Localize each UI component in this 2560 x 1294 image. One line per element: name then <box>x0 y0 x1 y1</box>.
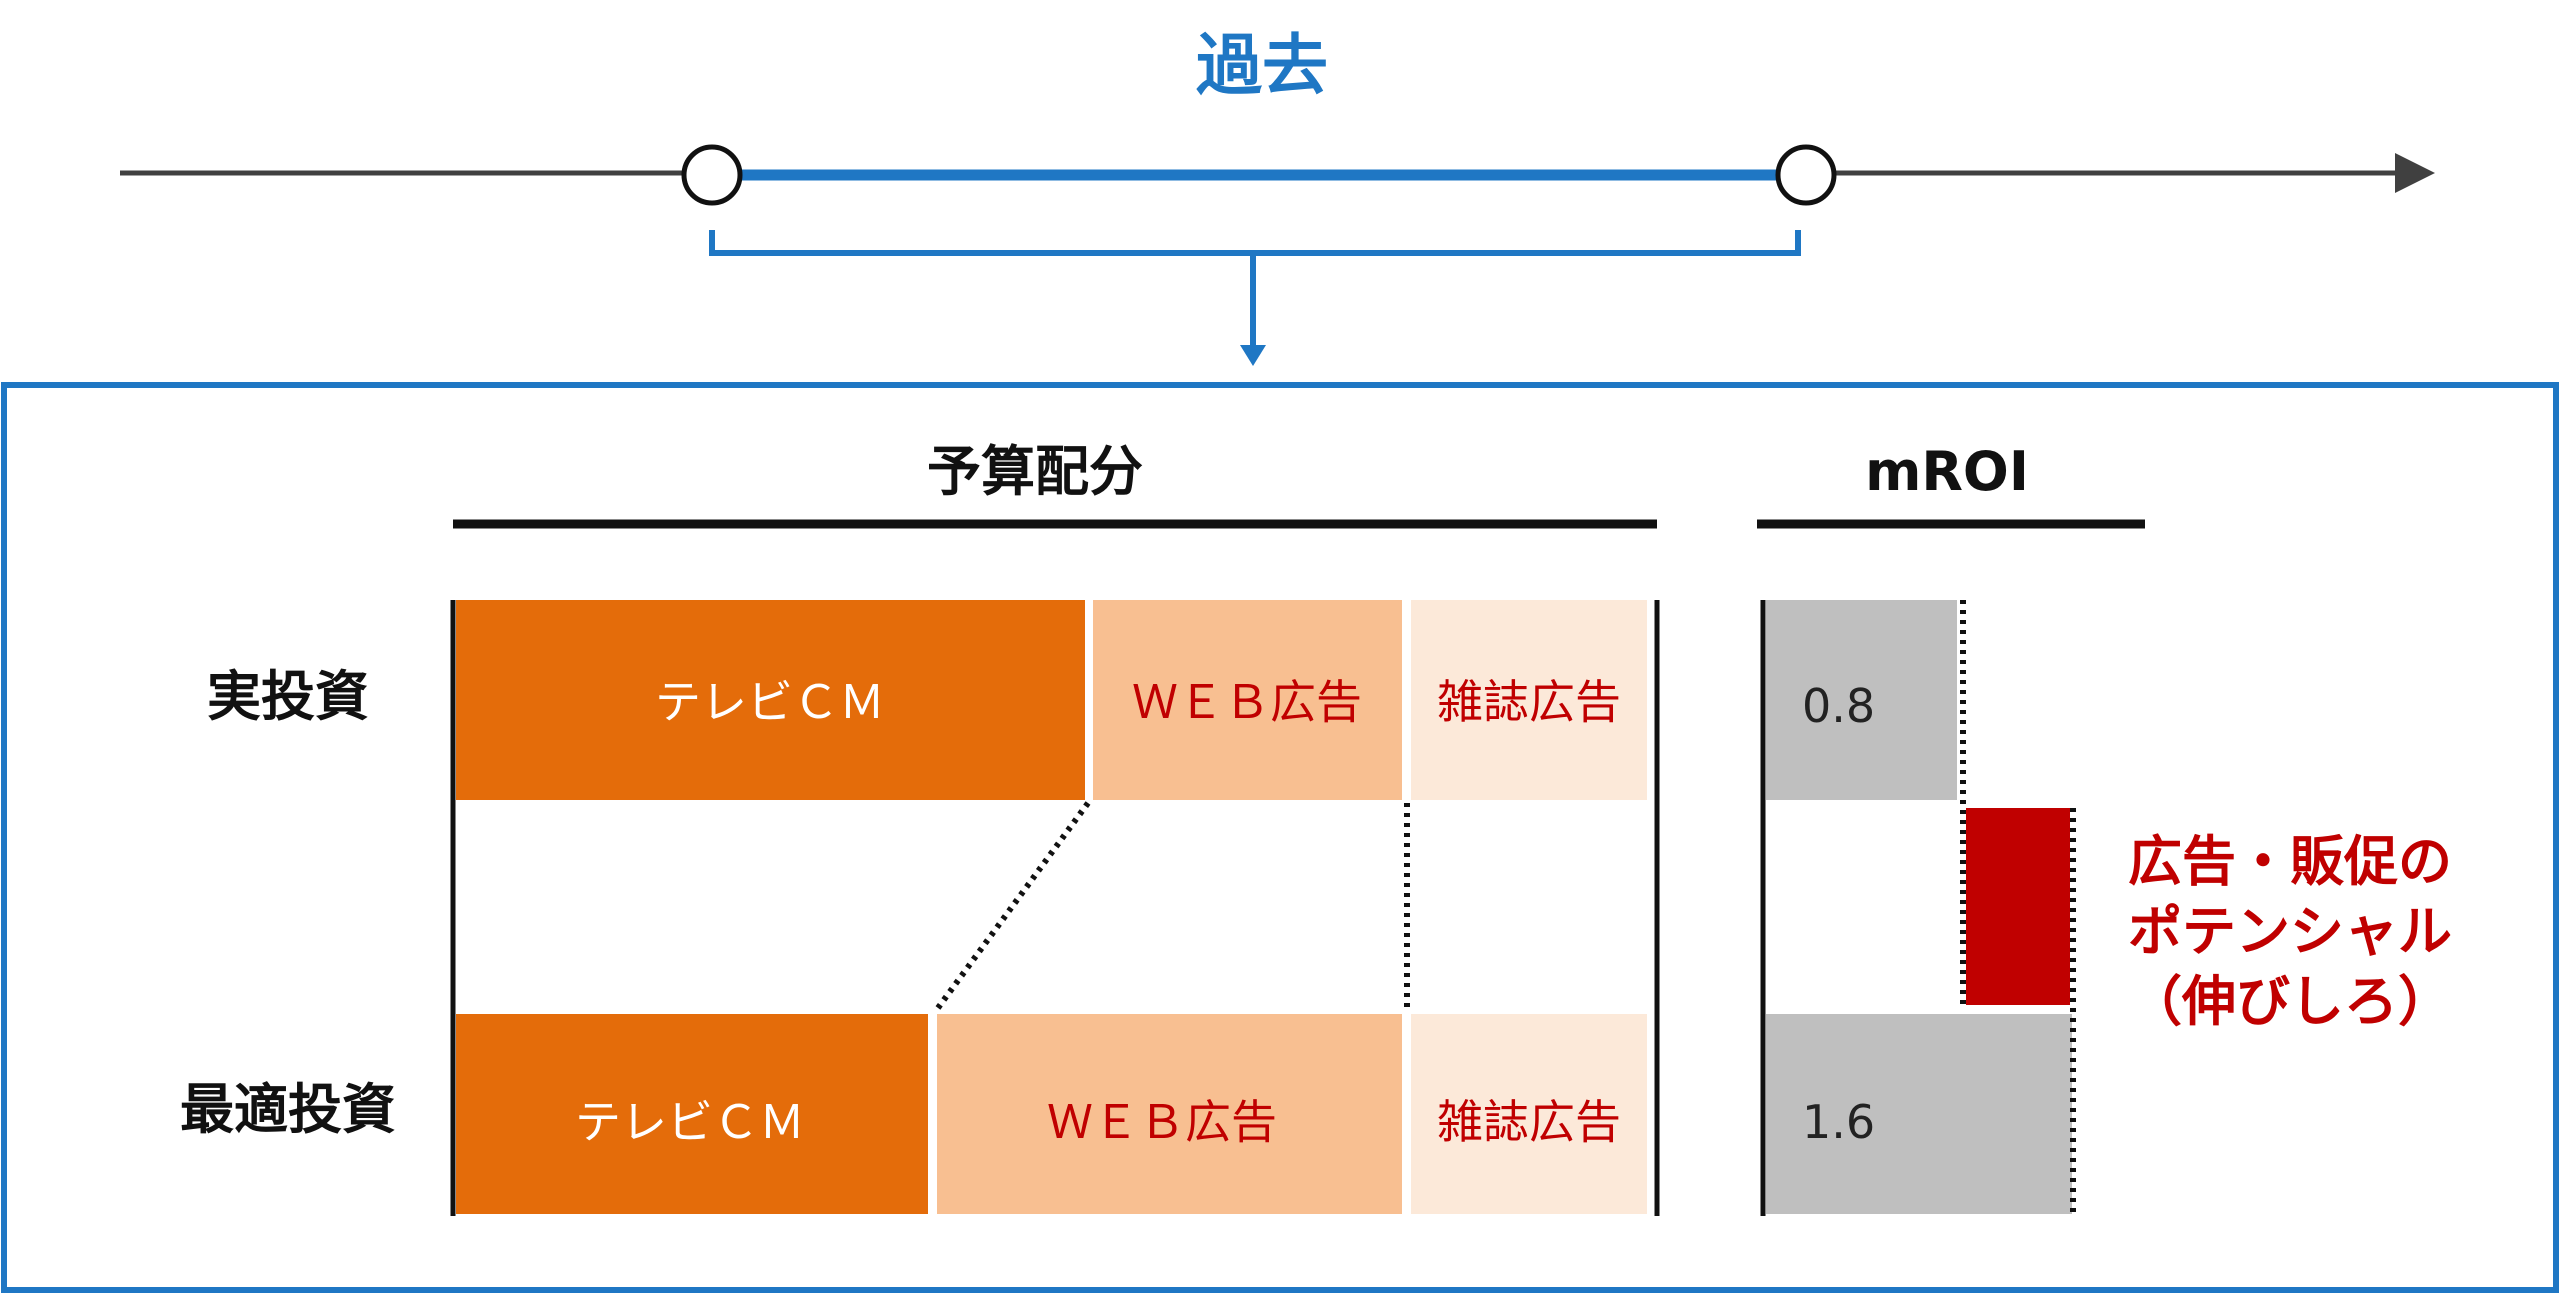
period-end-node <box>1775 144 1837 206</box>
row-label-optimal: 最適投資 <box>180 1078 396 1141</box>
potential-label-line3: （伸びしろ） <box>2128 970 2452 1033</box>
period-bracket <box>709 230 1801 256</box>
timeline-arrowhead <box>2395 153 2435 193</box>
analysis-panel <box>1 382 2559 1293</box>
potential-bar <box>1966 808 2070 1005</box>
potential-label-line1: 広告・販促の <box>2128 830 2452 893</box>
tvcm-shift-connector <box>932 801 1091 1014</box>
bracket-arrowhead <box>1240 345 1266 366</box>
actual-web-segment <box>1093 600 1402 800</box>
mroi-optimal-value: 1.6 <box>1802 1095 1875 1149</box>
optimal-magazine-label: 雑誌広告 <box>1437 1095 1621 1149</box>
period-start-node <box>681 144 743 206</box>
budget-header: 予算配分 <box>927 440 1143 503</box>
actual-tvcm-label: テレビＣＭ <box>655 675 885 729</box>
actual-magazine-segment <box>1411 600 1647 800</box>
optimal-tvcm-segment <box>456 1014 928 1214</box>
mroi-header: mROI <box>1865 440 2029 503</box>
row-label-actual: 実投資 <box>207 665 369 728</box>
optimal-web-label: ＷＥＢ広告 <box>1047 1095 1277 1149</box>
optimal-tvcm-label: テレビＣＭ <box>575 1095 805 1149</box>
actual-magazine-label: 雑誌広告 <box>1437 675 1621 729</box>
mroi-actual-value: 0.8 <box>1802 679 1875 733</box>
actual-web-label: ＷＥＢ広告 <box>1132 675 1362 729</box>
actual-tvcm-segment <box>456 600 1085 800</box>
potential-label-line2: ポテンシャル <box>2128 900 2452 963</box>
mroi-actual-bar <box>1766 600 1957 800</box>
optimal-web-segment <box>937 1014 1402 1214</box>
mroi-optimal-bar <box>1766 1014 2072 1214</box>
period-title: 過去 <box>1196 27 1328 104</box>
optimal-magazine-segment <box>1411 1014 1647 1214</box>
